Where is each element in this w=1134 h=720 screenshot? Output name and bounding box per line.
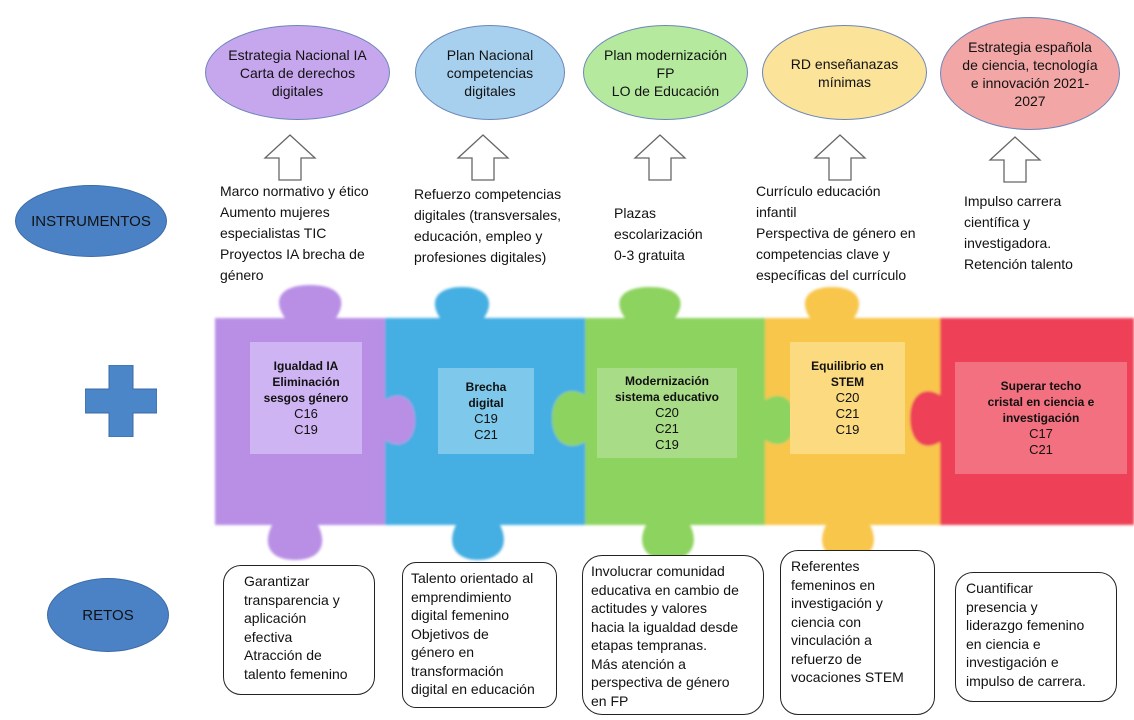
retos-label: RETOS	[82, 606, 134, 624]
reto-box-4: Referentes femeninos en investigación y …	[780, 550, 935, 715]
instrument-text-2: Refuerzo competencias digitales (transve…	[414, 186, 562, 265]
instrument-text-3: Plazas escolarización 0-3 gratuita	[614, 205, 703, 263]
piece-label-bg	[250, 342, 362, 454]
piece-codes: C20 C21 C19	[835, 390, 860, 437]
instrument-text-4: Currículo educación infantil Perspectiva…	[756, 183, 916, 283]
piece-codes: C19 C21	[474, 411, 498, 442]
reto-box-2: Talento orientado al emprendimiento digi…	[402, 562, 557, 708]
piece-label-2: Brecha digital C19 C21	[438, 368, 534, 454]
piece-title: Igualdad IA Eliminación sesgos género	[263, 359, 349, 405]
up-arrow-icon	[456, 134, 510, 181]
piece-label-bg	[790, 342, 905, 454]
up-arrow-icon	[263, 134, 317, 181]
piece-title: Equilibrio en STEM	[811, 359, 884, 389]
reto-box-1: Garantizar transparencia y aplicación ef…	[223, 565, 375, 695]
up-arrow-icon	[633, 134, 687, 181]
reto-box-5: Cuantificar presencia y liderazgo femeni…	[955, 572, 1117, 702]
up-arrow-icon	[988, 136, 1042, 183]
piece-label-4: Equilibrio en STEM C20 C21 C19	[790, 342, 905, 454]
piece-label-1: Igualdad IA Eliminación sesgos género C1…	[250, 342, 362, 454]
plus-icon	[85, 365, 157, 437]
piece-label-5: Superar techo cristal en ciencia e inves…	[955, 362, 1127, 474]
top-ellipse-estrategia-ciencia: Estrategia española de ciencia, tecnolog…	[940, 17, 1120, 130]
piece-codes: C20 C21 C19	[655, 405, 679, 452]
piece-title: Modernización sistema educativo	[614, 374, 720, 404]
top-ellipse-plan-fp: Plan modernización FP LO de Educación	[583, 25, 748, 120]
piece-label-bg	[955, 362, 1127, 474]
instrumentos-ellipse: INSTRUMENTOS	[15, 185, 167, 257]
top-ellipse-rd-ensenanzas: RD enseñanazas mínimas	[762, 25, 927, 120]
top-ellipse-estrategia-ia: Estrategia Nacional IA Carta de derechos…	[205, 25, 390, 120]
piece-label-bg	[438, 368, 534, 454]
piece-codes: C17 C21	[1029, 426, 1053, 457]
reto-box-3: Involucrar comunidad educativa en cambio…	[582, 555, 764, 715]
piece-title: Superar techo cristal en ciencia e inves…	[987, 379, 1095, 425]
piece-title: Brecha digital	[465, 380, 507, 410]
piece-label-3: Modernización sistema educativo C20 C21 …	[592, 368, 742, 458]
instrument-text-5: Impulso carrera científica y investigado…	[964, 193, 1073, 272]
up-arrow-icon	[813, 134, 867, 181]
top-ellipse-plan-competencias: Plan Nacional competencias digitales	[415, 25, 565, 120]
instrument-text-1: Marco normativo y ético Aumento mujeres …	[220, 183, 369, 283]
retos-ellipse: RETOS	[47, 578, 169, 652]
instrumentos-label: INSTRUMENTOS	[31, 212, 151, 230]
piece-label-bg	[597, 368, 737, 458]
piece-codes: C16 C19	[294, 406, 318, 437]
